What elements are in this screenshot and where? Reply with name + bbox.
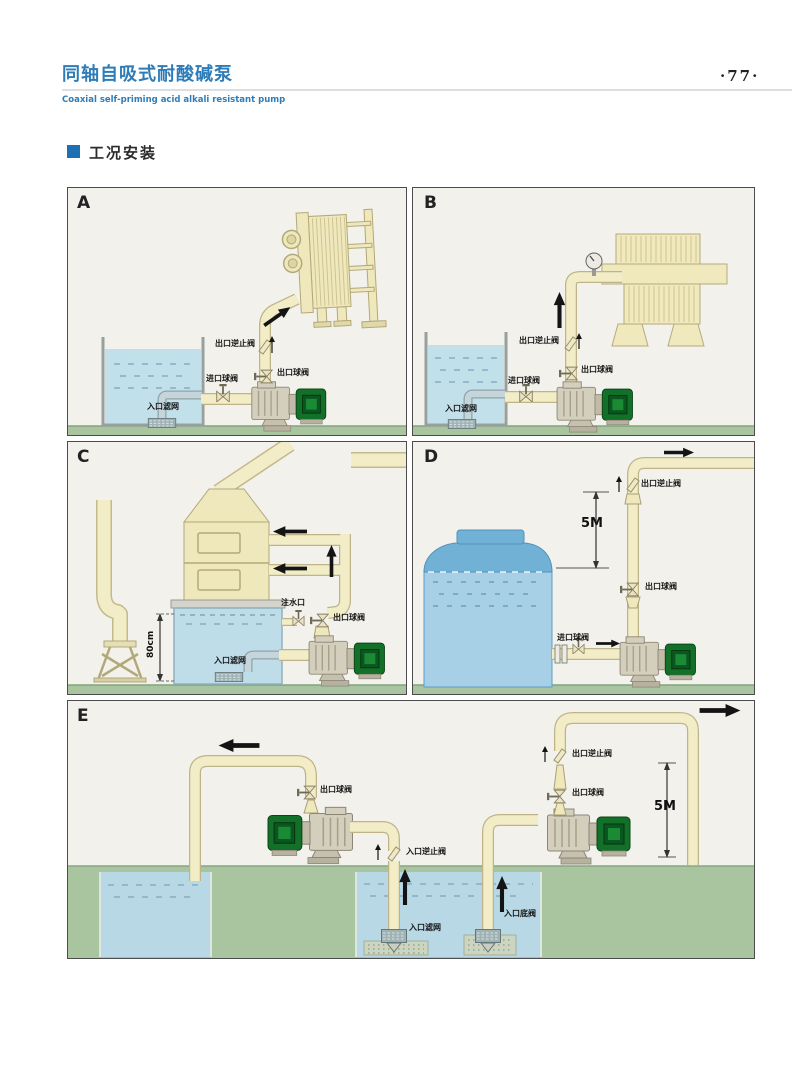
right-pump-suction <box>482 814 538 934</box>
panel-letter: E <box>77 706 89 726</box>
scrubber-tower <box>182 488 271 602</box>
panel-a-art <box>68 208 406 435</box>
panel-letter: C <box>77 447 90 467</box>
label-inlet-ball-valve: 进口球阀 <box>557 633 589 642</box>
title-rule <box>62 89 792 91</box>
heat-exchanger <box>281 208 387 329</box>
discharge-pipe <box>627 457 754 646</box>
panel-letter: D <box>424 447 439 467</box>
label-outlet-check-valve: 出口逆止阀 <box>519 336 559 345</box>
label-outlet-ball-valve: 出口球阀 <box>645 582 677 591</box>
ground <box>68 425 406 435</box>
pump-unit <box>308 635 386 687</box>
label-5m-dimension: 5M <box>581 516 603 531</box>
section-bullet-icon <box>67 145 80 158</box>
label-outlet-ball-valve: 出口球阀 <box>581 365 613 374</box>
page-number: ·77· <box>720 67 760 85</box>
left-pit <box>99 872 212 957</box>
label-fill-port: 注水口 <box>281 598 305 607</box>
small-up-arrow-icon <box>576 333 582 349</box>
label-outlet-ball-valve: 出口球阀 <box>277 368 309 377</box>
label-5m-dimension: 5M <box>654 799 676 814</box>
height-dimension <box>556 491 609 569</box>
outlet-ball-valve-icon <box>547 789 566 804</box>
diagram-panel-e: E 出口球阀 入口逆止阀 入口滤网 入口底阀 出口球阀 出口逆止阀 5M <box>67 700 755 959</box>
inlet-strainer <box>447 419 477 429</box>
pump-tank <box>170 599 286 685</box>
fill-port-valve-icon <box>292 610 305 626</box>
outlet-check-valve-icon <box>553 748 567 764</box>
label-outlet-ball-valve: 出口球阀 <box>333 613 365 622</box>
left-pump-suction <box>350 821 400 935</box>
suction-pipe <box>214 649 310 682</box>
filter-press <box>601 233 728 347</box>
reducer-cone <box>624 493 642 505</box>
inlet-strainer <box>147 418 177 428</box>
label-outlet-check-valve: 出口逆止阀 <box>641 479 681 488</box>
flow-arrow-left-icon <box>218 739 260 752</box>
height-dimension <box>154 613 174 682</box>
small-up-arrow-icon <box>375 844 381 860</box>
diagram-panel-d: D 出口逆止阀 5M 出口球阀 进口球阀 <box>412 441 755 695</box>
panel-d-art <box>413 447 754 694</box>
small-up-arrow-icon <box>542 746 548 762</box>
inlet-strainer <box>214 672 244 682</box>
flow-arrow-right-icon <box>699 704 741 717</box>
panel-letter: A <box>77 193 91 213</box>
label-inlet-foot-valve: 入口底阀 <box>504 909 536 918</box>
pump-unit <box>251 381 327 432</box>
label-inlet-ball-valve: 进口球阀 <box>508 376 540 385</box>
label-inlet-ball-valve: 进口球阀 <box>206 374 238 383</box>
panel-c-art <box>68 442 406 694</box>
left-pump-discharge <box>189 755 319 881</box>
panel-b-art <box>413 233 754 435</box>
label-inlet-check-valve: 入口逆止阀 <box>406 847 446 856</box>
panel-letter: B <box>424 193 437 213</box>
label-inlet-strainer: 入口滤网 <box>409 923 441 932</box>
pump-unit-right <box>546 808 631 865</box>
center-pit <box>355 872 542 957</box>
small-up-arrow-icon <box>616 476 622 492</box>
label-inlet-strainer: 入口滤网 <box>147 402 179 411</box>
exhaust-duct <box>93 500 147 683</box>
ground <box>68 684 406 694</box>
fill-port <box>282 610 305 626</box>
section-title: 工况安装 <box>89 144 158 162</box>
height-dimension <box>658 762 676 858</box>
label-outlet-ball-valve-left: 出口球阀 <box>320 785 352 794</box>
label-outlet-check-valve: 出口逆止阀 <box>215 339 255 348</box>
diagram-panel-c: C 注水口 出口球阀 入口滤网 80cm <box>67 441 407 695</box>
page-subtitle: Coaxial self-priming acid alkali resista… <box>62 95 286 105</box>
pump-unit <box>619 636 697 688</box>
flow-arrow-right-icon <box>596 639 620 648</box>
label-outlet-ball-valve-right: 出口球阀 <box>572 788 604 797</box>
outlet-ball-valve-icon <box>310 613 329 628</box>
diagram-panel-a: A 出口逆止阀 出口球阀 进口球阀 入口滤网 <box>67 187 407 436</box>
small-up-arrow-icon <box>269 336 275 353</box>
label-inlet-strainer: 入口滤网 <box>445 404 477 413</box>
suction-pipe <box>552 644 625 664</box>
flow-arrow-up-icon <box>553 292 566 328</box>
label-outlet-check-valve-right: 出口逆止阀 <box>572 749 612 758</box>
label-80cm-dimension: 80cm <box>146 630 156 658</box>
tower-ducts <box>213 442 406 499</box>
pump-unit-left <box>267 806 353 865</box>
page-title: 同轴自吸式耐酸碱泵 <box>62 64 233 85</box>
panel-e-art <box>68 704 754 958</box>
pump-unit <box>556 381 634 433</box>
storage-tank <box>423 529 553 688</box>
right-pump-discharge <box>553 712 699 865</box>
reducer-cone <box>625 596 641 609</box>
discharge-pipe <box>565 271 622 387</box>
flow-arrow-right-icon <box>664 447 694 458</box>
label-inlet-strainer: 入口滤网 <box>214 656 246 665</box>
diagram-panel-b: B 出口逆止阀 出口球阀 进口球阀 入口滤网 <box>412 187 755 436</box>
supply-tank <box>101 337 205 427</box>
